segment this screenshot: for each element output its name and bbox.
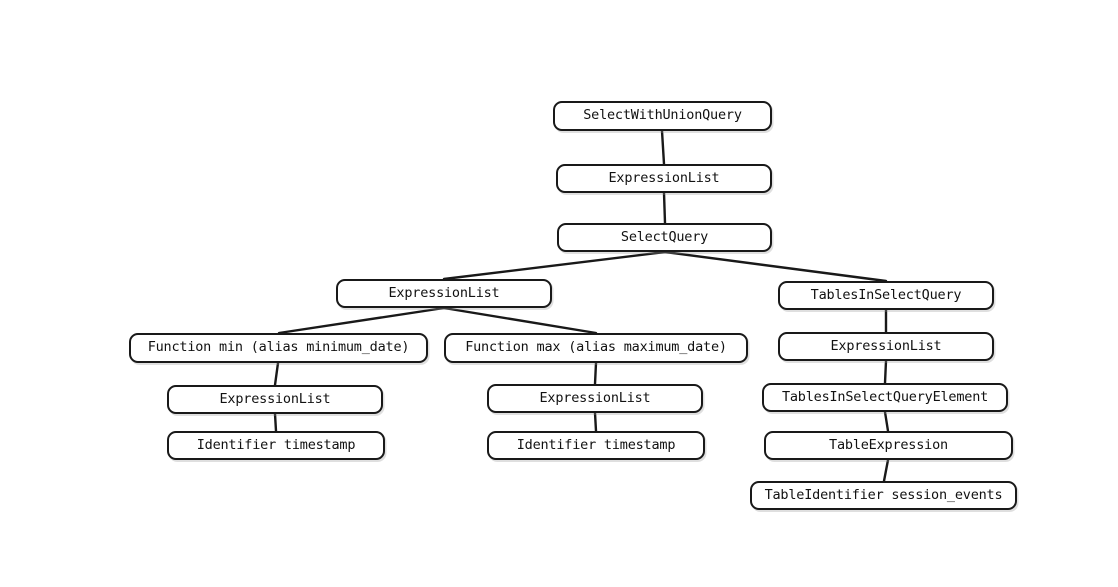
tree-node-n8[interactable]: ExpressionList	[778, 332, 994, 361]
tree-edge-n11-n14	[883, 410, 890, 433]
tree-node-n3[interactable]: SelectQuery	[557, 223, 772, 252]
tree-node-n7[interactable]: Function max (alias maximum_date)	[444, 333, 748, 363]
tree-node-n11[interactable]: TablesInSelectQueryElement	[762, 383, 1008, 412]
tree-edge-n14-n15	[882, 458, 890, 483]
tree-edge-n10-n13	[593, 411, 598, 433]
tree-node-n13[interactable]: Identifier timestamp	[487, 431, 705, 460]
tree-node-label: TableExpression	[829, 436, 948, 453]
tree-node-label: TablesInSelectQuery	[810, 286, 962, 303]
tree-node-n14[interactable]: TableExpression	[764, 431, 1013, 460]
tree-node-n4[interactable]: ExpressionList	[336, 279, 552, 308]
tree-edge-n3-n5	[663, 250, 888, 283]
tree-edge-n6-n9	[273, 361, 280, 387]
tree-node-label: TableIdentifier session_events	[764, 486, 1003, 503]
tree-node-label: SelectWithUnionQuery	[583, 107, 742, 124]
tree-node-label: Identifier timestamp	[196, 436, 356, 453]
tree-node-n2[interactable]: ExpressionList	[556, 164, 772, 193]
tree-node-label: ExpressionList	[608, 169, 720, 186]
tree-edge-n3-n4	[442, 250, 667, 281]
tree-node-label: ExpressionList	[539, 389, 651, 406]
tree-node-label: SelectQuery	[620, 228, 709, 245]
tree-node-n6[interactable]: Function min (alias minimum_date)	[129, 333, 428, 363]
tree-node-label: ExpressionList	[219, 390, 331, 407]
tree-node-label: Function min (alias minimum_date)	[147, 339, 410, 356]
tree-node-n9[interactable]: ExpressionList	[167, 385, 383, 414]
tree-node-label: Function max (alias maximum_date)	[465, 339, 727, 356]
tree-node-label: ExpressionList	[388, 284, 500, 301]
tree-node-label: ExpressionList	[830, 337, 942, 354]
tree-node-n12[interactable]: Identifier timestamp	[167, 431, 385, 460]
tree-edge-n1-n2	[660, 129, 666, 166]
tree-edge-n4-n7	[442, 306, 598, 335]
tree-node-label: Identifier timestamp	[516, 436, 676, 453]
tree-edge-n4-n6	[277, 306, 446, 335]
tree-node-label: TablesInSelectQueryElement	[781, 388, 989, 405]
tree-edge-n8-n11	[883, 359, 888, 385]
tree-edge-n9-n12	[273, 412, 278, 433]
tree-edge-n7-n10	[593, 361, 598, 386]
tree-node-n1[interactable]: SelectWithUnionQuery	[553, 101, 772, 131]
tree-node-n10[interactable]: ExpressionList	[487, 384, 703, 413]
tree-edge-n2-n3	[662, 191, 667, 225]
tree-node-n5[interactable]: TablesInSelectQuery	[778, 281, 994, 310]
tree-node-n15[interactable]: TableIdentifier session_events	[750, 481, 1017, 510]
